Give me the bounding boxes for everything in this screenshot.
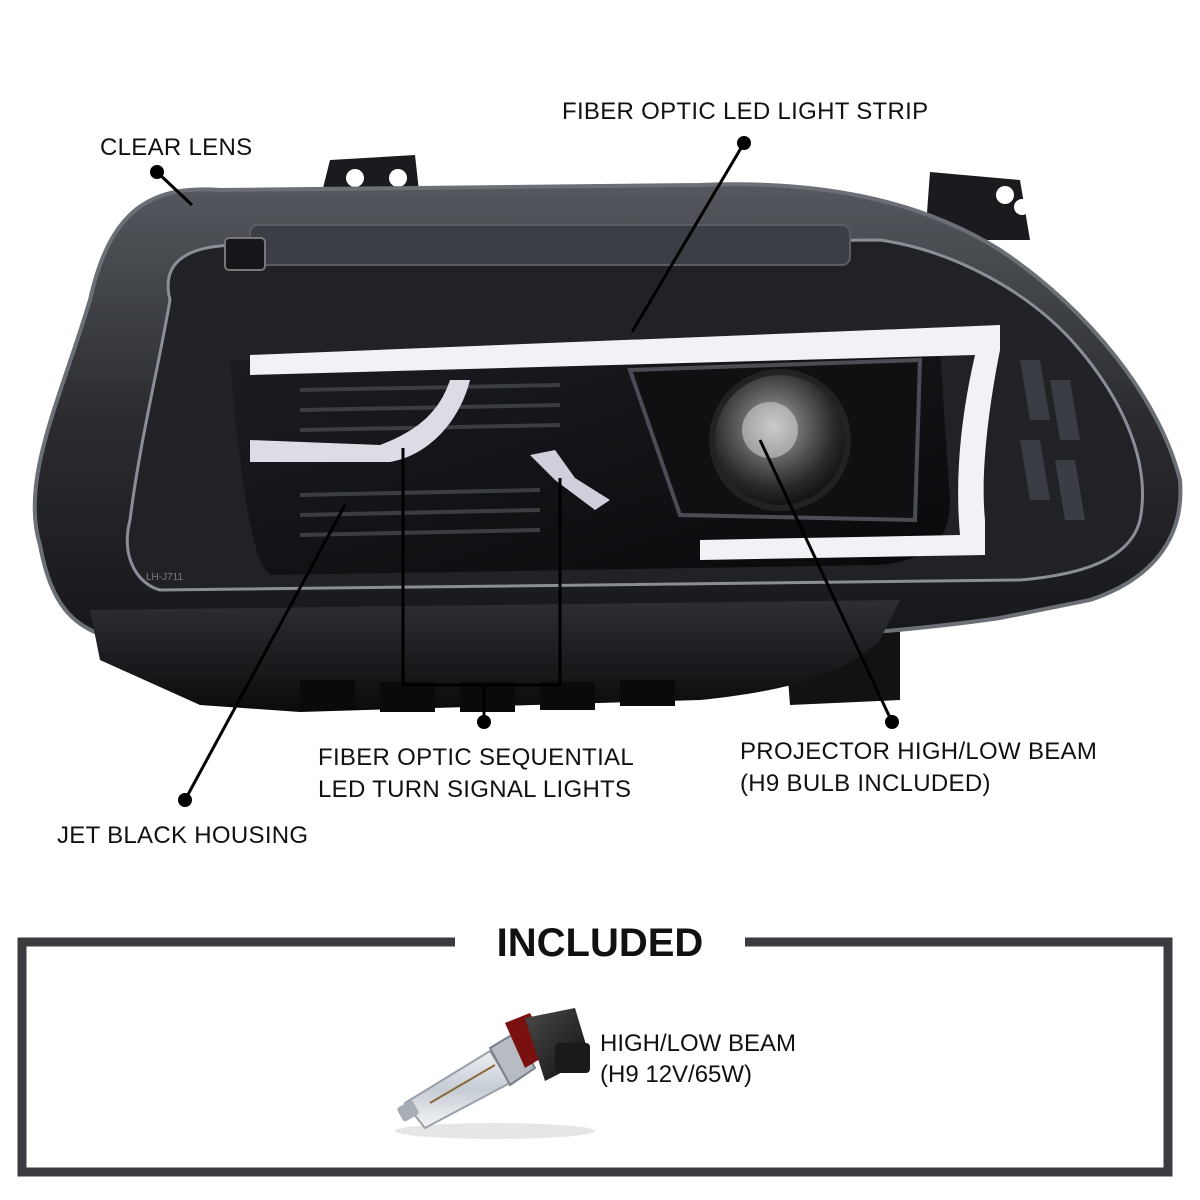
callout-housing: JET BLACK HOUSING	[57, 820, 308, 852]
callout-turn-signal-line2: LED TURN SIGNAL LIGHTS	[318, 776, 632, 803]
included-box-frame	[17, 937, 1173, 1177]
sequential-turn-signal-lower	[530, 450, 610, 510]
callout-projector-line2: (H9 BULB INCLUDED)	[740, 770, 991, 797]
base-ridges	[300, 680, 675, 712]
callout-dot-icon	[178, 793, 192, 807]
callout-leaders	[150, 136, 899, 807]
callout-fiber-optic-strip-label: FIBER OPTIC LED LIGHT STRIP	[562, 98, 929, 125]
callout-turn-signal: FIBER OPTIC SEQUENTIAL LED TURN SIGNAL L…	[318, 742, 634, 806]
callout-clear-lens: CLEAR LENS	[100, 132, 252, 164]
callout-housing-label: JET BLACK HOUSING	[57, 822, 309, 849]
housing-base	[90, 600, 900, 712]
callout-dot-icon	[477, 715, 491, 729]
lens-markings: LH-J711	[146, 572, 183, 583]
h9-bulb-image	[395, 1008, 595, 1139]
fiber-optic-led-strip	[250, 325, 1000, 560]
included-item-caption-line2: (H9 12V/65W)	[600, 1061, 753, 1088]
callout-dot-icon	[885, 715, 899, 729]
upper-trim-notch	[224, 237, 266, 271]
callout-turn-signal-line1: FIBER OPTIC SEQUENTIAL	[318, 744, 634, 771]
included-item-caption: HIGH/LOW BEAM (H9 12V/65W)	[600, 1028, 796, 1090]
callout-projector-line1: PROJECTOR HIGH/LOW BEAM	[740, 738, 1098, 765]
side-vents	[1020, 360, 1085, 520]
callout-fiber-optic-strip: FIBER OPTIC LED LIGHT STRIP	[562, 96, 928, 128]
callout-dot-icon	[150, 165, 164, 179]
included-title: INCLUDED	[496, 921, 704, 965]
callout-projector: PROJECTOR HIGH/LOW BEAM (H9 BULB INCLUDE…	[740, 736, 1097, 800]
sequential-turn-signal	[250, 380, 470, 462]
callout-clear-lens-label: CLEAR LENS	[100, 134, 253, 161]
included-item-caption-line1: HIGH/LOW BEAM	[600, 1030, 797, 1057]
callout-dot-icon	[737, 136, 751, 150]
headlight-assembly-image: LH-J711	[32, 155, 1183, 712]
